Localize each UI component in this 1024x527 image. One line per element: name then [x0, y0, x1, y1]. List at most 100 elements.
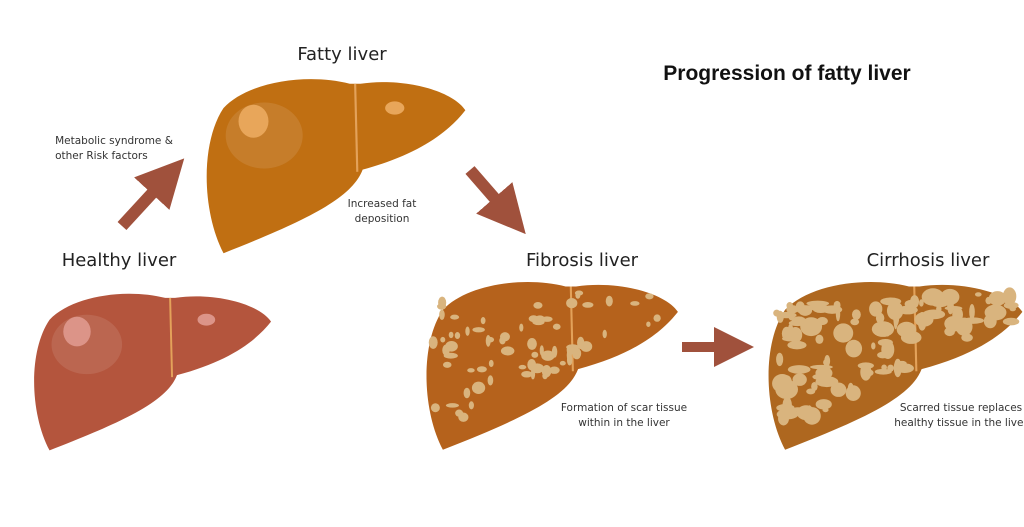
nodule	[871, 321, 895, 337]
nodule	[438, 296, 447, 309]
nodule	[961, 317, 984, 324]
nodule	[605, 295, 613, 307]
nodule	[486, 336, 495, 343]
arrow-healthy-to-fatty	[117, 158, 185, 231]
nodule	[778, 411, 789, 426]
liver-shape	[34, 293, 272, 451]
nodule	[788, 312, 795, 321]
nodule	[582, 302, 594, 308]
nodule	[893, 358, 902, 378]
cirrhosis-liver-image	[768, 282, 1023, 450]
nodule	[806, 300, 830, 307]
liver-highlight	[385, 101, 405, 115]
nodule	[630, 301, 640, 306]
nodule	[845, 339, 863, 358]
nodule	[833, 323, 854, 343]
nodule	[871, 342, 876, 350]
nodule	[799, 305, 819, 311]
nodule	[549, 366, 560, 374]
note-risk-factors: Metabolic syndrome & other Risk factors	[55, 134, 173, 164]
nodule	[880, 297, 902, 306]
nodule	[904, 299, 919, 309]
nodule	[944, 327, 955, 337]
nodule	[559, 360, 566, 366]
note-line: deposition	[354, 213, 410, 225]
nodule	[887, 364, 894, 372]
nodule	[782, 335, 800, 342]
nodule	[919, 299, 924, 307]
nodule	[869, 301, 883, 317]
nodule	[480, 317, 486, 325]
nodule	[806, 388, 816, 395]
nodule	[645, 293, 654, 300]
nodule	[439, 309, 445, 320]
nodule	[518, 364, 527, 370]
note-line: healthy tissue in the liver	[894, 417, 1024, 429]
note-scar-replacement: Scarred tissue replaces healthy tissue i…	[894, 401, 1024, 431]
nodule	[519, 323, 524, 332]
nodule	[823, 359, 829, 366]
nodule	[851, 309, 861, 320]
nodule	[850, 318, 860, 326]
nodule	[787, 323, 794, 338]
liver-highlight	[197, 313, 216, 326]
nodule	[886, 301, 904, 321]
nodule	[566, 298, 578, 309]
nodule	[541, 350, 555, 361]
nodule	[472, 327, 485, 333]
nodule	[476, 366, 487, 373]
nodule	[776, 352, 784, 367]
nodule	[442, 344, 450, 356]
nodule	[815, 334, 824, 344]
fibrosis-liver-image	[426, 282, 678, 450]
nodule	[940, 288, 960, 306]
nodule	[775, 381, 795, 395]
nodule	[471, 381, 486, 394]
nodule	[577, 336, 585, 350]
nodule	[787, 365, 811, 374]
note-scar-formation: Formation of scar tissue within in the l…	[561, 401, 687, 431]
nodule	[465, 326, 470, 336]
nodule	[830, 382, 847, 397]
note-line: Formation of scar tissue	[560, 402, 688, 414]
nodule	[792, 373, 807, 386]
label-healthy-liver: Healthy liver	[61, 250, 177, 271]
nodule	[988, 291, 1007, 306]
nodule	[875, 312, 885, 324]
note-line: other Risk factors	[55, 150, 148, 162]
nodule	[467, 368, 475, 373]
note-line: Metabolic syndrome &	[55, 135, 173, 147]
nodule	[487, 375, 494, 386]
nodule	[822, 305, 843, 314]
label-fatty-liver: Fatty liver	[297, 44, 387, 65]
nodule	[1002, 287, 1017, 306]
nodule	[985, 296, 992, 305]
nodule	[811, 381, 818, 391]
nodule	[468, 401, 474, 410]
nodule	[815, 366, 833, 380]
nodule	[776, 404, 795, 412]
nodule	[653, 314, 661, 322]
nodule	[845, 385, 861, 401]
nodule	[488, 359, 494, 368]
nodule	[884, 322, 891, 337]
nodule	[430, 403, 440, 413]
nodule	[786, 302, 793, 310]
nodule	[822, 407, 829, 413]
nodule	[602, 329, 607, 339]
healthy-liver-image	[34, 293, 272, 451]
nodule	[877, 338, 893, 347]
nodule	[800, 317, 823, 337]
liver-shape	[206, 79, 466, 254]
nodule	[646, 321, 651, 327]
nodule	[533, 301, 543, 309]
nodule	[874, 368, 892, 375]
nodule	[440, 336, 446, 343]
nodule	[815, 376, 839, 388]
nodule	[914, 312, 934, 327]
liver-highlight	[238, 104, 269, 138]
nodule	[983, 314, 997, 329]
nodule	[944, 305, 963, 311]
nodule	[815, 399, 832, 410]
